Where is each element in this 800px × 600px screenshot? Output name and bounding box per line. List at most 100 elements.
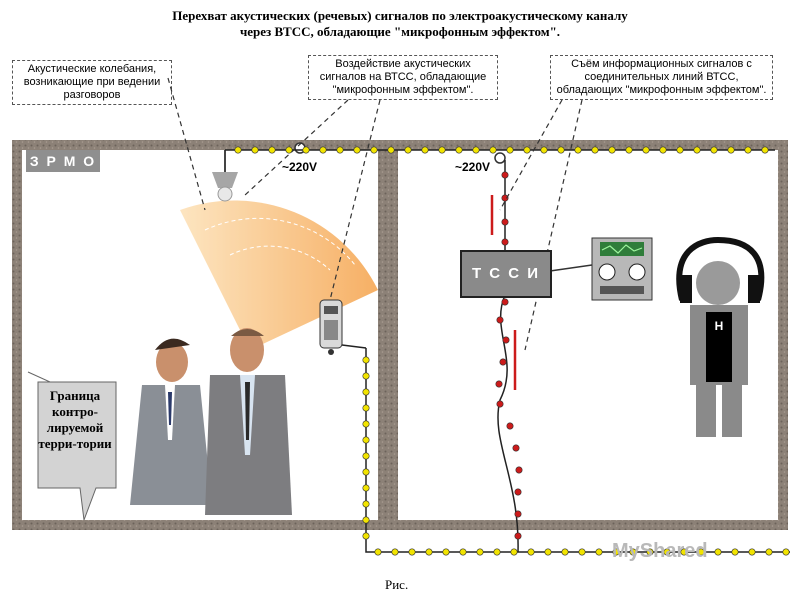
tape-recorder-icon bbox=[591, 237, 653, 301]
wire-dot bbox=[391, 548, 399, 556]
wire-dot bbox=[362, 356, 370, 364]
wire-dot bbox=[362, 404, 370, 412]
wire-dot bbox=[680, 548, 688, 556]
wire-dot bbox=[591, 146, 599, 154]
wire-dot bbox=[362, 532, 370, 540]
wire-dot bbox=[515, 466, 523, 474]
wire-dot bbox=[557, 146, 565, 154]
wire-dot bbox=[544, 548, 552, 556]
zone-label: З Р М О bbox=[26, 150, 100, 172]
person-right bbox=[205, 328, 292, 515]
watermark: MyShared bbox=[612, 540, 708, 562]
callout-acoustic-vibrations: Акустические колебания, возникающие при … bbox=[12, 60, 172, 105]
wire-dot bbox=[442, 548, 450, 556]
wire-dot bbox=[455, 146, 463, 154]
wire-dot bbox=[362, 420, 370, 428]
wire-dot bbox=[646, 548, 654, 556]
wire-dot bbox=[727, 146, 735, 154]
wire-dot bbox=[501, 298, 509, 306]
wire-dot bbox=[362, 372, 370, 380]
wire-dot bbox=[659, 146, 667, 154]
link-line bbox=[549, 264, 593, 272]
wire-dot bbox=[663, 548, 671, 556]
wire-dot bbox=[302, 146, 310, 154]
wire-dot bbox=[501, 238, 509, 246]
wire-dot bbox=[438, 146, 446, 154]
wire-dot bbox=[234, 146, 242, 154]
wire-dot bbox=[285, 146, 293, 154]
wire-dot bbox=[362, 484, 370, 492]
wire-dot bbox=[404, 146, 412, 154]
wire-dot bbox=[514, 488, 522, 496]
wire-dot bbox=[697, 548, 705, 556]
wire-dot bbox=[514, 510, 522, 518]
wire-dot bbox=[512, 444, 520, 452]
wire-dot bbox=[495, 380, 503, 388]
wire-dot bbox=[362, 500, 370, 508]
wire-dot bbox=[595, 548, 603, 556]
wire-dot bbox=[578, 548, 586, 556]
wire-dot bbox=[472, 146, 480, 154]
wire-dot bbox=[362, 436, 370, 444]
wire-dots-red bbox=[495, 171, 523, 540]
svg-text:H: H bbox=[715, 319, 724, 333]
wire-dot bbox=[514, 532, 522, 540]
controlled-territory-border-label: Граница контро-лируемой терри-тории bbox=[38, 388, 112, 451]
headphones-person-icon: H bbox=[676, 236, 765, 437]
wire-dots-yellow bbox=[234, 146, 790, 556]
wire-dot bbox=[744, 146, 752, 154]
wire-dot bbox=[501, 171, 509, 179]
wire-dot bbox=[476, 548, 484, 556]
wire-dot bbox=[574, 146, 582, 154]
wire-dot bbox=[496, 400, 504, 408]
title-line-1: Перехват акустических (речевых) сигналов… bbox=[172, 8, 628, 23]
wire-dot bbox=[496, 316, 504, 324]
wire-dot bbox=[421, 146, 429, 154]
wire-dot bbox=[251, 146, 259, 154]
wire-dot bbox=[489, 146, 497, 154]
wire-dot bbox=[268, 146, 276, 154]
wire-dot bbox=[731, 548, 739, 556]
wire-dot bbox=[499, 358, 507, 366]
figure-caption: Рис. bbox=[385, 577, 409, 592]
wire-dot bbox=[425, 548, 433, 556]
wire-dot bbox=[608, 146, 616, 154]
person-left bbox=[130, 338, 212, 505]
border-bubble bbox=[37, 381, 117, 521]
border-bubble-tail bbox=[27, 371, 51, 383]
wire-dot bbox=[625, 146, 633, 154]
wire-dot bbox=[362, 452, 370, 460]
wire-dot bbox=[523, 146, 531, 154]
wire-dot bbox=[336, 146, 344, 154]
wire-dot bbox=[748, 548, 756, 556]
wire-dot bbox=[374, 548, 382, 556]
wire-dot bbox=[502, 336, 510, 344]
wire-dot bbox=[506, 422, 514, 430]
wire-dot bbox=[761, 146, 769, 154]
title-line-2: через ВТСС, обладающие "микрофонным эффе… bbox=[239, 24, 561, 39]
callout-impact-on-equipment: Воздействие акустических сигналов на ВТС… bbox=[308, 55, 498, 100]
wire-dot bbox=[693, 146, 701, 154]
device-tssi: Т С С И bbox=[460, 250, 552, 298]
telephone-icon bbox=[319, 299, 343, 355]
wire-dot bbox=[527, 548, 535, 556]
wire-dot bbox=[540, 146, 548, 154]
wire-dot bbox=[387, 146, 395, 154]
signal-indicators bbox=[490, 195, 517, 390]
wire-dot bbox=[642, 146, 650, 154]
wire-dot bbox=[319, 146, 327, 154]
wire-dot bbox=[370, 146, 378, 154]
wire-dot bbox=[710, 146, 718, 154]
wire-dot bbox=[408, 548, 416, 556]
wire-dot bbox=[459, 548, 467, 556]
diagram-title: Перехват акустических (речевых) сигналов… bbox=[90, 8, 710, 40]
wire-dot bbox=[612, 548, 620, 556]
wire-dot bbox=[362, 388, 370, 396]
wire-dot bbox=[362, 516, 370, 524]
room-adjacent bbox=[388, 140, 788, 530]
wire-dot bbox=[510, 548, 518, 556]
callout-pointers bbox=[167, 77, 583, 351]
wire-dot bbox=[714, 548, 722, 556]
callout-signal-pickup: Съём информационных сигналов с соедините… bbox=[550, 55, 773, 100]
